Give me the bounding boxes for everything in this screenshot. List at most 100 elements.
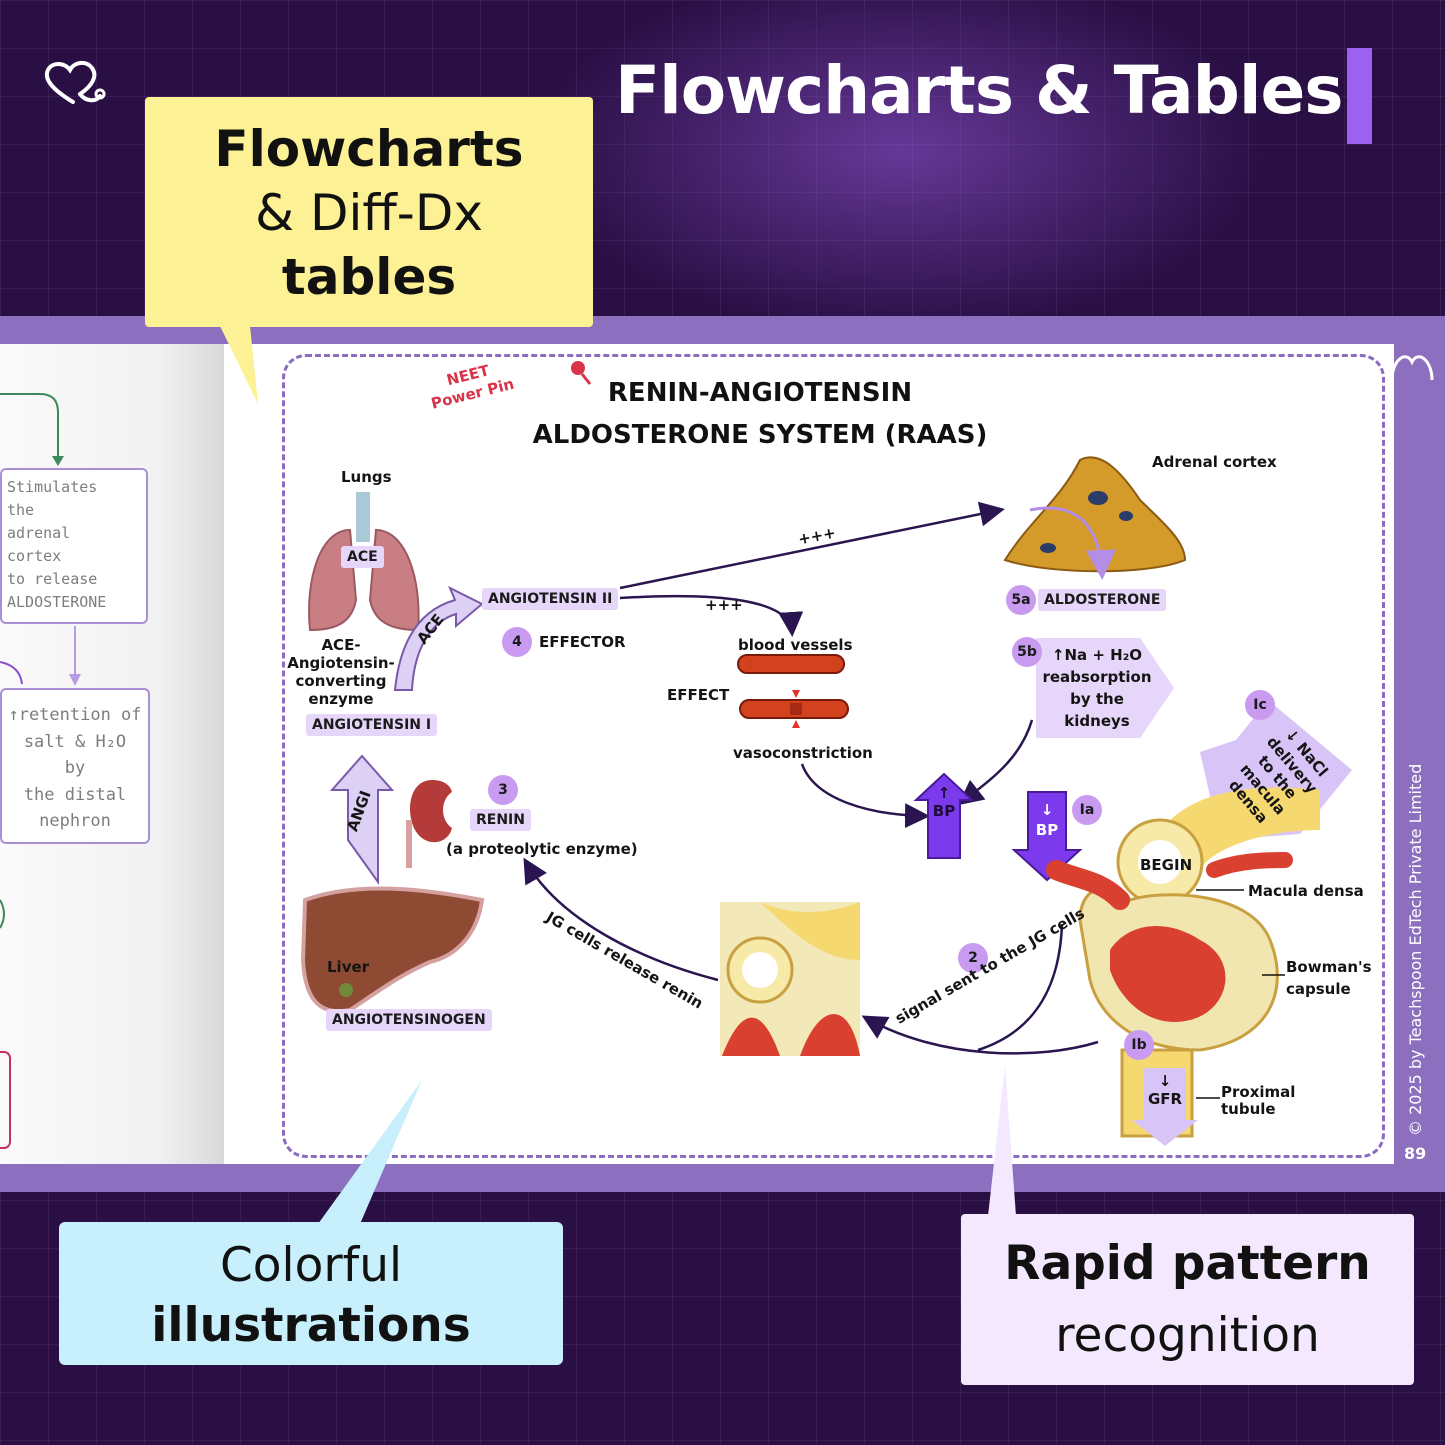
blue-callout-pointer [318,1080,422,1224]
angiotensinogen-pill: ANGIOTENSINOGEN [326,1009,492,1031]
vasoconstriction-label: vasoconstriction [733,744,873,762]
step-2-badge: 2 [958,943,988,973]
text-line: ALDOSTERONE [7,593,107,611]
dashed-frame [282,354,1385,1158]
gfr-label: ↓ GFR [1145,1072,1185,1108]
text-line: recognition [1055,1308,1320,1363]
left-page-connectors [0,393,81,1149]
step-ib-badge: Ib [1124,1030,1154,1060]
adrenal-cortex-label: Adrenal cortex [1152,453,1277,471]
liver-label: Liver [327,958,370,976]
arrow-5b-to-bp [958,719,1034,806]
text-line: by the [1070,690,1124,708]
step-ia-badge: Ia [1072,795,1102,825]
ace-arrow-icon [393,585,484,691]
bp-up-label: ↑ BP [928,784,960,820]
text-line: Stimulates [7,478,98,496]
step-3-badge: 3 [488,775,518,805]
step-ic-badge: Ic [1245,690,1275,720]
corner-logo-icon [1390,355,1434,381]
up-arrow-icon: ↑ [937,784,951,802]
flowcharts-callout: Flowcharts & Diff-Dx tables [145,97,593,327]
reabsorption-chevron [1036,638,1174,738]
effector-label: EFFECTOR [539,633,626,651]
text-line: enzyme [308,690,374,708]
lilac-callout-pointer [988,1066,1016,1216]
down-arrow-icon: ↓ [1158,1072,1172,1090]
text-line: Colorful [219,1238,403,1293]
text-line: Rapid pattern [1004,1236,1371,1291]
diagram-title: RENIN-ANGIOTENSIN ALDOSTERONE SYSTEM (RA… [520,372,1000,456]
begin-label: BEGIN [1140,856,1193,874]
text-line: ↑retention of [8,705,142,725]
aldosterone-pill: ALDOSTERONE [1038,589,1167,611]
ace-description: ACE- Angiotensin- converting enzyme [282,636,400,708]
arrow-to-adrenal [619,501,1005,590]
text-line: to release [7,570,98,588]
step-5b-badge: 5b [1012,637,1042,667]
illustrations-callout: Colorful illustrations [59,1222,563,1365]
plus-vessels-label: +++ [705,596,743,614]
text-line: the distal [23,784,127,805]
text-line: cortex [7,547,62,565]
arrow-signal-to-jg [861,1015,1099,1055]
step-4-badge: 4 [502,627,532,657]
bp-down-label: ↓ BP [1030,800,1064,840]
effect-label: EFFECT [667,686,730,704]
text-line: by [64,758,86,778]
yellow-callout-pointer [220,326,258,404]
text-line: ↑Na + H₂O [1051,646,1143,664]
text-line: illustrations [151,1298,471,1353]
angiotensin-i-pill: ANGIOTENSIN I [306,714,438,736]
bp-up-arrow-icon [913,772,975,859]
reabsorption-label: ↑Na + H₂O reabsorption by the kidneys [1036,644,1158,732]
left-flow-box-aldosterone: Stimulates the adrenal cortex to release… [0,468,148,624]
renin-pill: RENIN [470,809,531,831]
pattern-recognition-callout: Rapid pattern recognition [961,1214,1414,1385]
text-line: kidneys [1064,712,1130,730]
text-line: Bowman's [1286,958,1372,976]
text-line: Proximal [1221,1083,1296,1101]
adrenal-cortex-illustration [1003,456,1187,580]
macula-densa-label: Macula densa [1248,882,1364,900]
left-page: Stimulates the adrenal cortex to release… [0,344,224,1164]
text-line: ACE- [321,636,361,654]
lungs-label: Lungs [341,468,392,486]
proximal-tubule-label: Proximal tubule [1221,1084,1295,1118]
text-line: & Diff-Dx [255,184,483,242]
text-line: BP [1035,821,1059,839]
text-line: capsule [1286,980,1351,998]
bowmans-capsule-label: Bowman's capsule [1286,956,1372,1000]
text-line: BP [932,802,956,820]
blood-vessels-label: blood vessels [738,636,853,654]
text-line: Flowcharts [214,120,524,178]
text-line: RENIN-ANGIOTENSIN [607,378,913,408]
text-line: nephron [39,811,111,831]
copyright-text: © 2025 by Teachspoon EdTech Private Limi… [1406,763,1425,1136]
text-line: the [7,501,35,519]
left-flow-box-retention: ↑retention of salt & H₂O by the distal n… [0,688,150,844]
page-number: 89 [1404,1144,1427,1163]
step-5a-badge: 5a [1006,585,1036,615]
title-accent-bar [1347,48,1372,144]
text-line: tables [281,248,457,306]
angiotensin-ii-pill: ANGIOTENSIN II [482,588,619,610]
kidney-illustration [406,780,452,868]
text-line: converting [295,672,387,690]
nephron-illustration [1046,787,1320,1146]
text-line: reabsorption [1042,668,1152,686]
jg-cells-illustration [720,902,860,1056]
text-line: ALDOSTERONE SYSTEM (RAAS) [532,420,988,450]
arrow-to-vessels [619,594,804,637]
page-title: Flowcharts & Tables [615,52,1344,129]
liver-illustration [300,886,485,1014]
text-line: Angiotensin- [287,654,395,672]
down-arrow-icon: ↓ [1040,801,1054,819]
text-line: salt & H₂O [23,731,127,752]
blood-vessels-illustration [737,654,849,728]
renin-description: (a proteolytic enzyme) [446,840,638,858]
text-line: GFR [1147,1090,1183,1108]
arrow-signal-curve [977,923,1064,1052]
text-line: tubule [1221,1100,1276,1118]
